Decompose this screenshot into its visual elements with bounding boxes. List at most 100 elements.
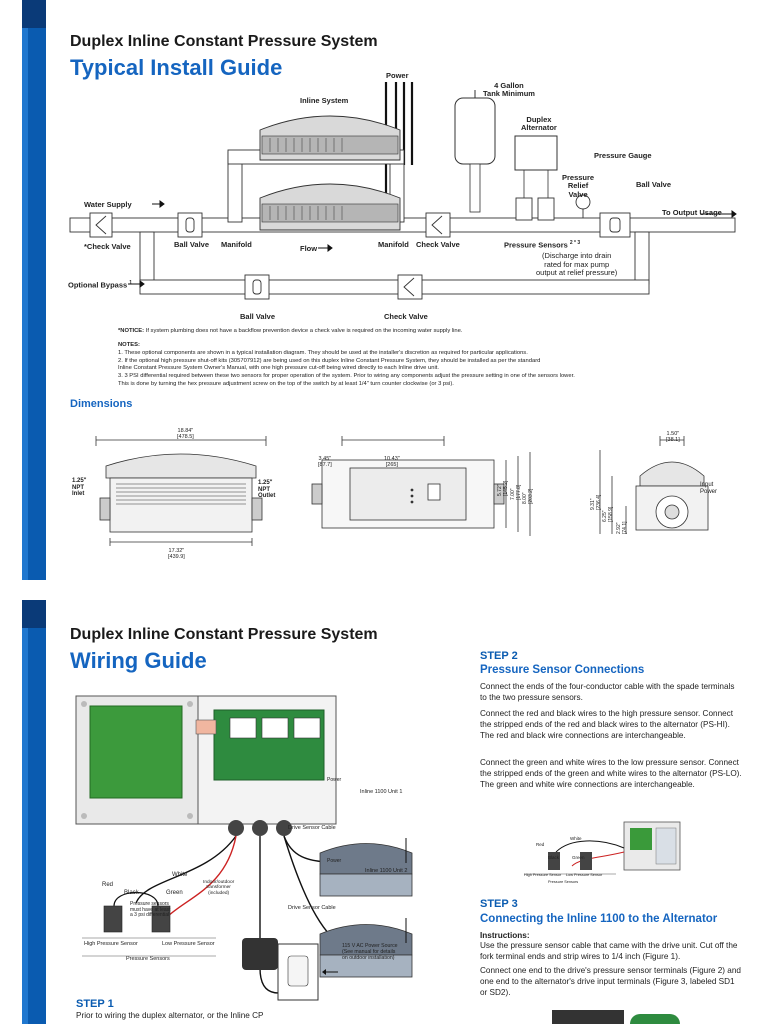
notes-block: NOTES: 1. These optional components are … [118, 342, 575, 388]
note-line: 3. 3 PSI differential required between t… [118, 373, 575, 380]
mini-white: White [570, 836, 582, 841]
dim-label: 18.84"[478.5] [177, 428, 194, 440]
mini-black: Black [548, 855, 560, 860]
step3-para-2: Connect one end to the drive's pressure … [480, 966, 741, 997]
label-white: White [172, 872, 188, 878]
step3-title: Connecting the Inline 1100 to the Altern… [480, 913, 718, 925]
end-view-drawing [599, 436, 709, 534]
label-transformer: Indoor/outdoor transformer (included) [203, 880, 235, 896]
step2-label: STEP 2 [480, 650, 518, 662]
inline-unit-upper [259, 115, 401, 161]
transformer-box [242, 938, 278, 970]
label-unit-1: Inline 1100 Unit 1 [360, 789, 403, 795]
duplex-alternator-box [514, 135, 558, 200]
label-ball-valve-bottom: Ball Valve [240, 312, 276, 321]
note-line: 1. These optional components are shown i… [118, 349, 528, 356]
conduit-fittings [228, 820, 292, 836]
dim-label: 1.50"[38.1] [666, 431, 680, 443]
mini-low: Low Pressure Sensor [566, 873, 603, 877]
dim-npt-outlet: 1.25" NPT Outlet [258, 480, 276, 500]
step3-label: STEP 3 [480, 898, 518, 910]
dim-label: 3.45"[87.7] [318, 456, 332, 468]
pressure-gauge [575, 194, 591, 218]
label-drive-sensor-cable-1: Drive Sensor Cable [288, 825, 336, 831]
label-to-output: To Output Usage [662, 208, 722, 217]
pressure-sensors-pair [515, 197, 555, 221]
label-optional-bypass: Optional Bypass 1 [68, 280, 133, 290]
dimensions-title: Dimensions [70, 398, 133, 410]
dim-label: 8.00" [203.2] [522, 488, 534, 504]
inline-unit-lower [259, 183, 401, 231]
pressure-tank [454, 90, 496, 213]
label-power-source: 115 V AC Power Source (See manual for de… [342, 943, 398, 961]
ball-valve-right [599, 212, 631, 238]
system-title: Duplex Inline Constant Pressure System [70, 33, 378, 50]
page-separator [0, 580, 768, 600]
dim-label: 10.43"[265] [384, 456, 400, 468]
label-high-sensor: High Pressure Sensor [84, 941, 138, 947]
label-check-valve-left: *Check Valve [84, 242, 131, 251]
pressure-sensors-drawing [82, 892, 216, 957]
label-low-sensor: Low Pressure Sensor [162, 941, 215, 947]
dim-label: 5.72" [145.2] [497, 480, 509, 496]
top-view-drawing [311, 436, 531, 536]
label-inline-system: Inline System [300, 96, 349, 105]
dim-label: 7.00" [177.8] [510, 484, 522, 500]
step2-title: Pressure Sensor Connections [480, 664, 645, 676]
label-black: Black [124, 890, 139, 896]
dim-label: 2.92" [74.1] [616, 521, 628, 534]
note-line: This is done by turning the hex pressure… [118, 381, 454, 388]
dim-npt-inlet: 1.25" NPT Inlet [72, 478, 87, 498]
note-line: 2. If the optional high pressure shut-of… [118, 357, 541, 364]
dimension-drawings [95, 436, 709, 546]
label-drive-sensor-cable-2: Drive Sensor Cable [288, 905, 336, 911]
step2-para-1: Connect the ends of the four-conductor c… [480, 682, 735, 702]
label-discharge-note: (Discharge into drain rated for max pump… [536, 251, 618, 278]
label-green: Green [166, 890, 183, 896]
label-check-valve-bottom: Check Valve [384, 312, 428, 321]
check-valve-mid [425, 212, 451, 238]
label-duplex-alternator: Duplex Alternator [521, 115, 557, 133]
label-manifold-right: Manifold [378, 240, 409, 249]
label-pressure-sensors-wiring: Pressure Sensors [126, 956, 170, 962]
wiring-guide-page: Duplex Inline Constant Pressure System W… [0, 600, 768, 1024]
notice-line: *NOTICE: If system plumbing does not hav… [118, 328, 463, 334]
dim-label: 17.32"[439.9] [168, 548, 185, 560]
flow-arrows [128, 200, 737, 288]
label-unit-2: Inline 1100 Unit 2 [365, 868, 408, 874]
dim-label: 6.25" [158.9] [602, 506, 614, 522]
label-flow: Flow [300, 244, 318, 253]
step3-figure-partial-green [630, 1014, 680, 1024]
system-title: Duplex Inline Constant Pressure System [70, 626, 378, 643]
check-valve-left [89, 212, 113, 238]
step2-figure [524, 821, 681, 875]
step2-para-3: Connect the green and white wires to the… [480, 758, 742, 789]
page-spine-bar [22, 600, 46, 1024]
label-power: Power [386, 71, 409, 80]
label-ball-valve-right: Ball Valve [636, 180, 672, 189]
step3-instructions: Instructions: [480, 931, 530, 940]
step1-text: Prior to wiring the duplex alternator, o… [76, 1011, 264, 1020]
wiring-guide-title: Wiring Guide [70, 648, 207, 673]
step1-label: STEP 1 [76, 998, 114, 1010]
label-power-2: Power [327, 858, 342, 864]
step3-figure-partial [552, 1010, 624, 1024]
inline-unit-2 [319, 918, 413, 978]
label-pressure-sensors: Pressure Sensors 2 * 3 [504, 240, 581, 250]
mini-red: Red [536, 842, 545, 847]
label-tank: 4 Gallon Tank Minimum [483, 81, 535, 99]
dim-label: 9.31" [236.4] [590, 494, 602, 510]
install-diagram [69, 82, 737, 300]
alternator-enclosure [75, 695, 337, 825]
step3-para-1: Use the pressure sensor cable that came … [480, 941, 738, 961]
label-power-1: Power [327, 777, 342, 783]
page-spine-bar [22, 0, 46, 580]
mini-green: Green [572, 855, 585, 860]
label-sensor-note: Pressure sensors must have at least a 3 … [130, 901, 171, 919]
dim-input-power: Input Power [700, 482, 718, 495]
install-guide-title: Typical Install Guide [70, 55, 283, 80]
label-pressure-gauge: Pressure Gauge [594, 151, 652, 160]
mini-high: High Pressure Sensor [524, 873, 562, 877]
wiring-diagram [75, 695, 413, 1001]
label-pressure-relief-valve: Pressure Relief Valve [562, 173, 595, 199]
